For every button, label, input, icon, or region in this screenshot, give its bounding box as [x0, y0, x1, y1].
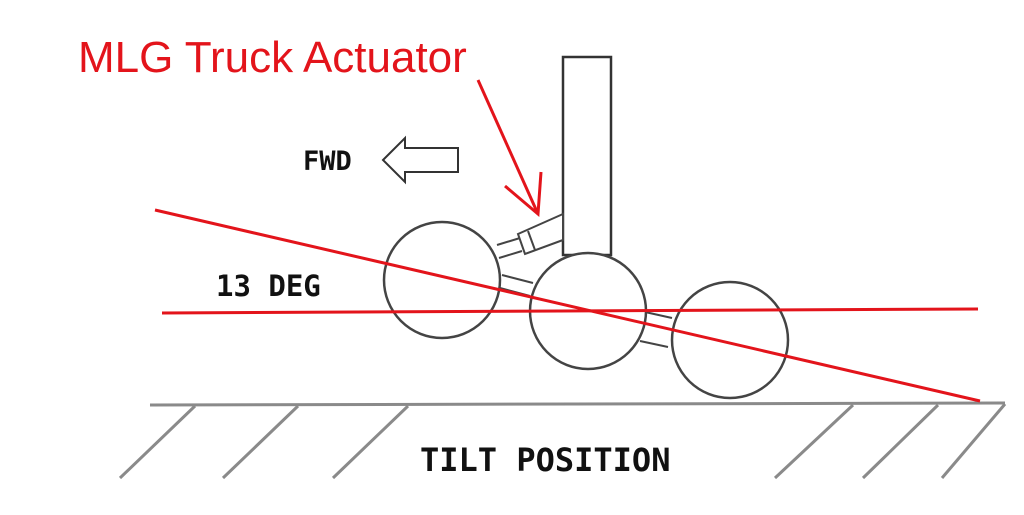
tilt-line — [154, 208, 981, 403]
main-strut — [561, 55, 613, 257]
truck-actuator — [516, 212, 564, 256]
wheel-forward — [382, 220, 502, 340]
callout-arrow — [476, 79, 543, 218]
wheel-aft — [670, 280, 790, 400]
truck-links — [496, 237, 673, 348]
forward-label: FWD — [303, 146, 352, 177]
forward-arrow-icon — [381, 135, 459, 185]
horizontal-reference-line — [161, 307, 979, 315]
diagram-title: MLG Truck Actuator — [78, 33, 467, 82]
ground — [118, 401, 1007, 480]
angle-lines — [154, 208, 981, 403]
position-label: TILT POSITION — [420, 441, 670, 479]
angle-label: 13 DEG — [216, 269, 321, 303]
